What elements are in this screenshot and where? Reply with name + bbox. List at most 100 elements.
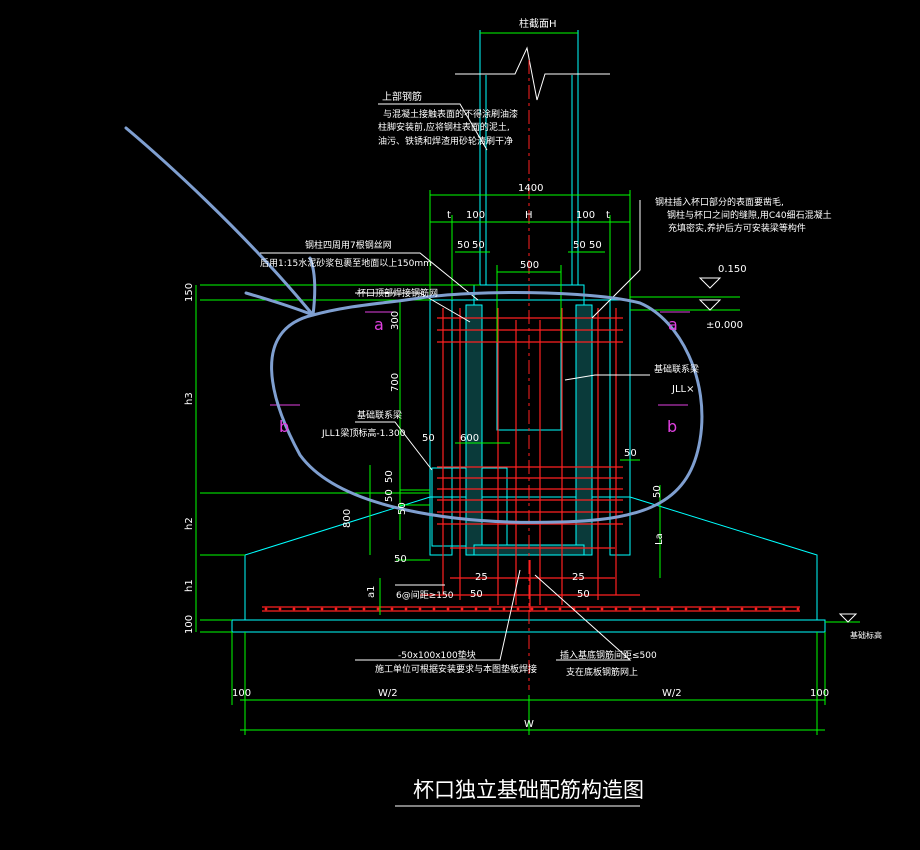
rebar-dot <box>558 607 562 611</box>
bottom-bar-dots <box>264 607 800 611</box>
dim-W: W <box>524 719 534 730</box>
rebar-dot <box>264 607 268 611</box>
elev-top: 0.150 <box>718 264 747 275</box>
section-underlines <box>270 311 690 406</box>
dim-50l: 50 <box>577 589 590 600</box>
dim-50f: 50 <box>624 448 637 459</box>
rebar-dot <box>796 607 800 611</box>
leader-lines <box>260 103 650 661</box>
rebar-dot <box>348 607 352 611</box>
rebar-dot <box>726 607 730 611</box>
dim-100d: 100 <box>232 688 251 699</box>
rebar-dot <box>656 607 660 611</box>
dim-800: 800 <box>342 509 353 528</box>
rebar-dot <box>320 607 324 611</box>
section-mark-a-left: a <box>374 315 384 334</box>
dim-t1: t <box>447 210 451 221</box>
right-note-line-1: 钢柱插入杯口部分的表面要凿毛, <box>655 196 784 208</box>
rebar-dot <box>488 607 492 611</box>
dim-700: 700 <box>390 373 401 392</box>
dim-h3: h3 <box>184 392 195 405</box>
rebar-dot <box>390 607 394 611</box>
gravel-label: 6@间距≥150 <box>396 589 454 601</box>
section-mark-a-right: a <box>668 315 678 334</box>
column-label: 柱截面H <box>519 17 557 30</box>
rebar-dot <box>530 607 534 611</box>
rebar-dot <box>404 607 408 611</box>
dim-La: La <box>654 533 665 545</box>
rebar-dot <box>600 607 604 611</box>
rebar-dot <box>782 607 786 611</box>
dim-50a: 50 <box>457 240 470 251</box>
dim-W2b: W/2 <box>662 688 682 699</box>
drawing-title: 杯口独立基础配筋构造图 <box>413 778 644 802</box>
dim-t2: t <box>606 210 610 221</box>
right-note-line-3: 充填密实,养护后方可安装梁等构件 <box>668 222 806 234</box>
rebar-dot <box>334 607 338 611</box>
rebar-dot <box>292 607 296 611</box>
elev-zero: ±0.000 <box>706 320 743 331</box>
dim-50b: 50 <box>472 240 485 251</box>
right-note-line-2: 钢柱与杯口之间的缝隙,用C40细石混凝土 <box>667 209 832 221</box>
grout-fill <box>465 304 593 556</box>
rebar-dot <box>754 607 758 611</box>
dim-50c: 50 <box>573 240 586 251</box>
dim-50-right: 50 <box>652 485 663 498</box>
dim-100a: 100 <box>466 210 485 221</box>
dim-h2: h2 <box>184 517 195 530</box>
rebar-dot <box>460 607 464 611</box>
rebar-dot <box>516 607 520 611</box>
rebar-dot <box>628 607 632 611</box>
rebar-dot <box>670 607 674 611</box>
dim-25b: 25 <box>572 572 585 583</box>
dim-50k: 50 <box>470 589 483 600</box>
dim-150: 150 <box>184 283 195 302</box>
beam-note-left-title: 基础联系梁 <box>357 409 402 421</box>
beam-note-right-title: 基础联系梁 <box>654 363 699 375</box>
dim-50h: 50 <box>394 554 407 565</box>
bottom-note-left-1: -50x100x100垫块 <box>398 649 476 661</box>
rebar-dot <box>642 607 646 611</box>
annotation-arrow <box>124 126 317 317</box>
rebar-dot <box>502 607 506 611</box>
bottom-note-left-2: 施工单位可根据安装要求与本图垫板焊接 <box>375 663 537 675</box>
dim-100c: 100 <box>184 615 195 634</box>
left-note1-line-2: 后用1:15水泥砂浆包裹至地面以上150mm <box>260 257 432 269</box>
rebar-cage <box>262 308 800 612</box>
dim-50g: 50 <box>384 489 395 502</box>
rebar-dot <box>544 607 548 611</box>
column-break-symbol <box>455 46 610 101</box>
rebar-dot <box>306 607 310 611</box>
dim-100b: 100 <box>576 210 595 221</box>
left-note1-line-1: 钢柱四周用7根钢丝网 <box>305 239 392 251</box>
top-note-line-2: 柱脚安装前,应将钢柱表面的泥土, <box>378 121 510 133</box>
bottom-note-right-2: 支在底板钢筋网上 <box>566 666 638 678</box>
dim-600: 600 <box>460 433 479 444</box>
dim-50j: 50 <box>397 502 408 515</box>
section-mark-b-left: b <box>279 417 289 436</box>
rebar-dot <box>684 607 688 611</box>
rebar-dot <box>712 607 716 611</box>
beam-note-left-sub: JLL1梁顶标高-1.300 <box>321 427 406 439</box>
rebar-dot <box>362 607 366 611</box>
top-note-heading: 上部钢筋 <box>382 90 422 103</box>
dim-1400: 1400 <box>518 183 543 194</box>
dim-W2a: W/2 <box>378 688 398 699</box>
dimension-lines <box>195 32 860 735</box>
annotation-circle <box>270 291 704 524</box>
dim-a1: a1 <box>366 586 377 599</box>
rebar-dot <box>614 607 618 611</box>
rebar-dot <box>474 607 478 611</box>
top-note-line-3: 油污、铁锈和焊渣用砂轮清刷干净 <box>378 135 513 147</box>
hand-drawn-annotation <box>124 126 704 524</box>
rebar-dot <box>698 607 702 611</box>
section-mark-b-right: b <box>667 417 677 436</box>
rebar-dot <box>432 607 436 611</box>
rebar-dot <box>278 607 282 611</box>
dim-500: 500 <box>520 260 539 271</box>
dim-25a: 25 <box>475 572 488 583</box>
left-note2: 杯口顶部焊接钢筋网 <box>357 287 438 299</box>
rebar-dot <box>586 607 590 611</box>
